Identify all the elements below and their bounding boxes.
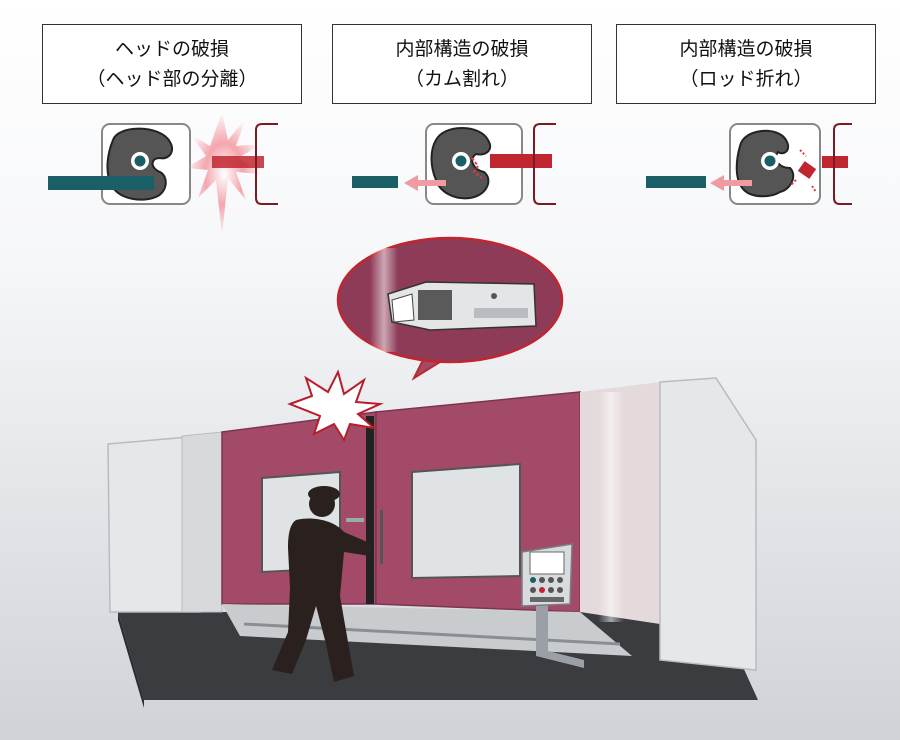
left-pillar [181,431,223,613]
right-frame [659,377,757,671]
diagram-cam-crack [352,123,556,205]
control-panel-icon [521,543,584,668]
panel-stand [536,600,548,654]
failure-title: ヘッドの破損 [114,38,229,60]
failure-title: 内部構造の破損 [395,38,529,60]
mount-bracket [833,123,852,205]
cam-shaft [134,155,146,167]
cam-shaft [455,155,467,167]
ejection-arrow [404,175,446,191]
broken-rod-piece [797,161,817,179]
actuator-key [352,176,398,188]
door-switch-callout [336,236,564,381]
diagram-rod-fracture [646,123,852,205]
cam-shaft [764,155,776,167]
diagram-head-separation [48,112,278,236]
actuator-key [48,176,154,190]
worker-head [309,491,335,517]
base-side [118,612,144,708]
impact-burst-icon [287,369,384,443]
label-rod-fracture: 内部構造の破損 （ロッド折れ） [616,24,876,104]
right-window [411,462,521,580]
failure-subtitle: （カム割れ） [404,68,519,90]
door-seam [366,416,374,604]
impact-burst-icon [186,112,262,236]
door-handle [380,510,383,564]
handle-bracket [346,518,364,522]
door-switch-icon [387,281,537,331]
label-head-separation: ヘッドの破損 （ヘッド部の分離） [42,24,302,104]
crack-mark [471,157,483,179]
failure-subtitle: （ロッド折れ） [679,68,813,90]
mount-bracket [533,123,556,205]
worker-body [272,518,372,682]
worker-silhouette-icon [272,486,372,682]
ejection-arrow [710,175,752,191]
mount-head [490,154,552,168]
actuator-key [646,176,706,188]
failure-title: 内部構造の破損 [679,38,813,60]
panel-arm [536,648,584,668]
panel-screen [529,551,565,575]
mount-bracket [255,123,278,205]
highlight-beam [598,392,624,622]
label-cam-crack: 内部構造の破損 （カム割れ） [332,24,592,104]
fracture-sparks [789,149,817,193]
failure-subtitle: （ヘッド部の分離） [86,68,258,90]
emergency-stop [539,587,545,593]
separated-head [212,156,264,168]
